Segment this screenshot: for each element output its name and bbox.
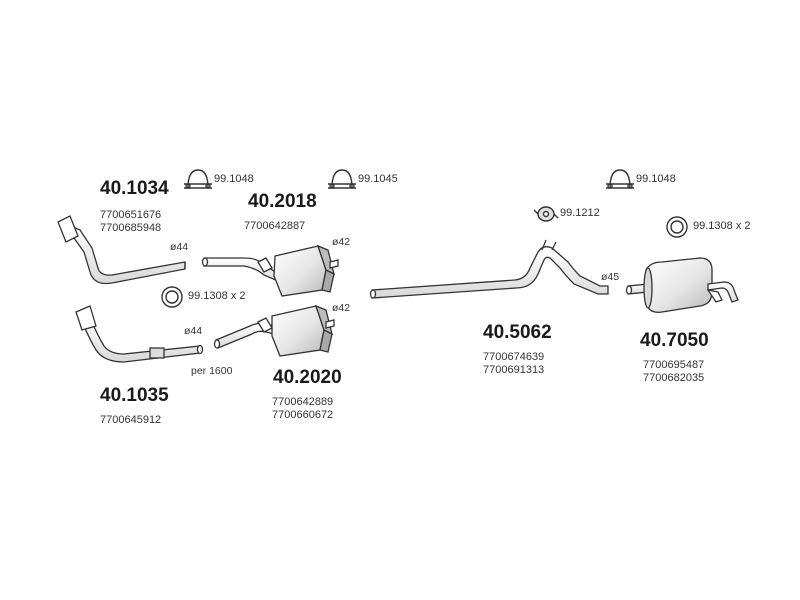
pipe-diameter: ø42 bbox=[332, 302, 351, 314]
muffler-lower bbox=[213, 304, 335, 357]
part-number: 40.1035 bbox=[100, 385, 169, 406]
accessory-label: 99.1048 bbox=[636, 173, 676, 185]
pipe-diameter: ø45 bbox=[601, 271, 620, 283]
oem-reference: 7700674639 bbox=[483, 351, 545, 363]
part-references: 7700642889 7700660672 bbox=[272, 396, 333, 422]
part-number: 40.2018 bbox=[248, 191, 317, 212]
part-references: 7700674639 7700691313 bbox=[483, 351, 544, 377]
oem-reference: 7700685948 bbox=[100, 222, 162, 234]
accessory-label: 99.1045 bbox=[358, 173, 398, 185]
part-references: 7700695487 7700682035 bbox=[643, 359, 704, 385]
oem-reference: 7700660672 bbox=[272, 409, 334, 421]
front-pipe-upper bbox=[57, 215, 186, 285]
part-references: 7700651676 7700685948 bbox=[100, 209, 161, 235]
pipe-diameter: ø44 bbox=[170, 241, 189, 253]
part-number: 40.5062 bbox=[483, 322, 552, 343]
part-number: 40.7050 bbox=[640, 330, 709, 351]
oem-reference: 7700691313 bbox=[483, 364, 545, 376]
accessory-label: 99.1308 x 2 bbox=[188, 290, 246, 302]
gasket-ring-icon bbox=[161, 286, 183, 308]
clamp-icon bbox=[606, 169, 634, 189]
oem-reference: 7700642889 bbox=[272, 396, 334, 408]
accessory-label: 99.1308 x 2 bbox=[693, 220, 751, 232]
rubber-mount-icon bbox=[533, 206, 559, 222]
oem-reference: 7700642887 bbox=[244, 220, 306, 232]
front-pipe-lower bbox=[75, 305, 204, 363]
clamp-icon bbox=[328, 169, 356, 189]
clamp-icon bbox=[184, 169, 212, 189]
oem-reference: 7700682035 bbox=[643, 372, 705, 384]
oem-reference: 7700695487 bbox=[643, 359, 705, 371]
muffler-upper bbox=[201, 244, 339, 297]
part-number: 40.2020 bbox=[273, 367, 342, 388]
part-number: 40.1034 bbox=[100, 178, 169, 199]
rear-muffler bbox=[625, 257, 739, 313]
part-references: 7700642887 bbox=[244, 220, 305, 233]
gasket-ring-icon bbox=[666, 216, 688, 238]
intermediate-pipe bbox=[369, 239, 609, 299]
accessory-label: 99.1212 bbox=[560, 207, 600, 219]
part-references: 7700645912 bbox=[100, 414, 161, 427]
accessory-label: 99.1048 bbox=[214, 173, 254, 185]
oem-reference: 7700651676 bbox=[100, 209, 162, 221]
pipe-diameter: ø42 bbox=[332, 236, 351, 248]
part-note: per 1600 bbox=[191, 365, 233, 377]
pipe-diameter: ø44 bbox=[184, 325, 203, 337]
oem-reference: 7700645912 bbox=[100, 414, 162, 426]
